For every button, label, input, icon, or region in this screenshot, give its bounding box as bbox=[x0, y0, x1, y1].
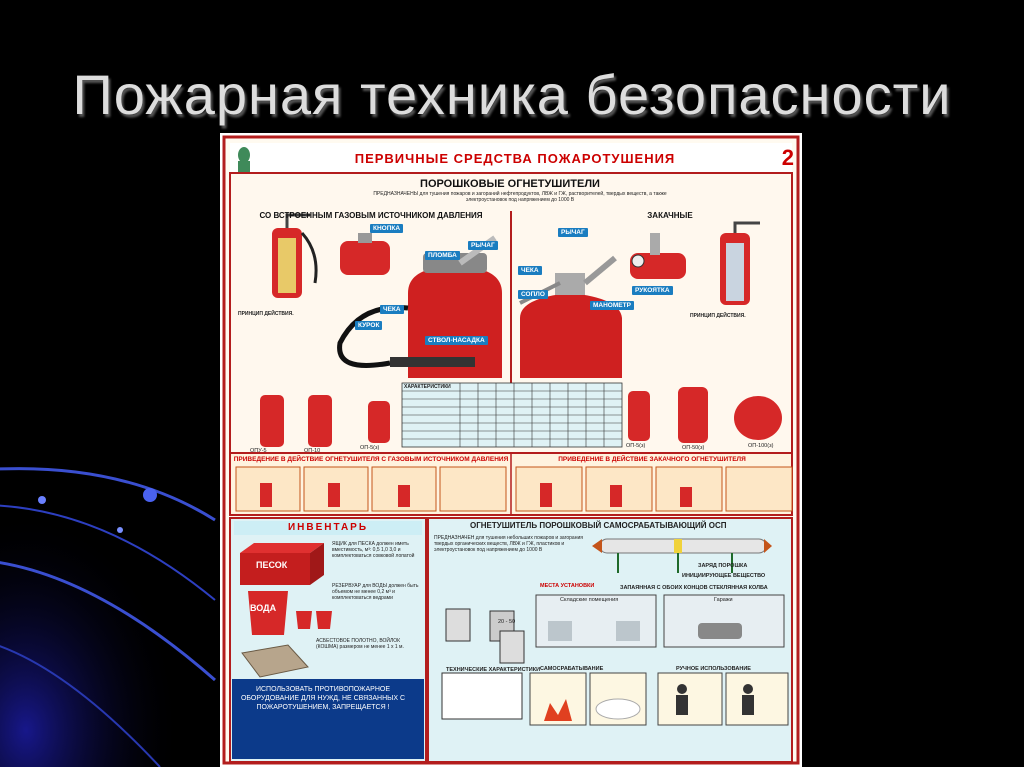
stored-pressure-title: ЗАКАЧНЫЕ bbox=[647, 211, 693, 220]
gauge-extinguisher-icon bbox=[630, 233, 686, 279]
osp-intro: ПРЕДНАЗНАЧЕН для тушения небольших пожар… bbox=[434, 535, 583, 553]
osp-ruchnoe: РУЧНОЕ ИСПОЛЬЗОВАНИЕ bbox=[676, 666, 751, 672]
blanket-text: АСБЕСТОВОЕ ПОЛОТНО, ВОЙЛОК (КОШМА) разме… bbox=[316, 638, 404, 650]
osp-sklad: Складские помещения bbox=[560, 597, 619, 603]
osp-zaryad: ЗАРЯД ПОРОШКА bbox=[698, 563, 748, 569]
characteristics-table bbox=[401, 382, 623, 448]
inventory-title: ИНВЕНТАРЬ bbox=[234, 521, 422, 535]
water-text: РЕЗЕРВУАР для ВОДЫ должен быть объемом н… bbox=[332, 583, 419, 601]
osp-samo: САМОСРАБАТЫВАНИЕ bbox=[540, 666, 604, 672]
water-bucket-icon bbox=[248, 591, 332, 635]
principle-left: ПРИНЦИП ДЕЙСТВИЯ. bbox=[238, 311, 294, 317]
model-label: ОПУ-5 bbox=[250, 448, 267, 454]
osp-init: ИНИЦИИРУЮЩЕЕ ВЕЩЕСТВО bbox=[682, 573, 766, 579]
warehouse-scene-icon bbox=[535, 594, 657, 648]
extinguisher-row-right-icon bbox=[628, 387, 782, 443]
fire-safety-poster: ПЕРВИЧНЫЕ СРЕДСТВА ПОЖАРОТУШЕНИЯ 2 ПОРОШ… bbox=[220, 133, 802, 767]
slide-title: Пожарная техника безопасности bbox=[72, 63, 952, 126]
electrical-panel-icon bbox=[445, 608, 525, 664]
osp-mesta: МЕСТА УСТАНОВКИ bbox=[540, 583, 595, 589]
label-rukoyatka: РУКОЯТКА bbox=[632, 286, 673, 295]
table-header: ХАРАКТЕРИСТИКИ bbox=[404, 384, 451, 390]
model-label: ОП-5(з) bbox=[626, 443, 646, 449]
stored-pressure-extinguisher-icon bbox=[519, 255, 622, 378]
misuse-warning: ИСПОЛЬЗОВАТЬ ПРОТИВОПОЖАРНОЕ ОБОРУДОВАНИ… bbox=[240, 686, 406, 711]
model-label: ОП-10 bbox=[304, 448, 321, 454]
powder-section-intro: ПРЕДНАЗНАЧЕНЫ для тушения пожаров и заго… bbox=[373, 191, 667, 203]
poster-artwork bbox=[222, 135, 800, 765]
label-cheka: ЧЕКА bbox=[380, 305, 404, 314]
model-label: ОП-50(з) bbox=[682, 445, 705, 451]
model-label: ОП-100(з) bbox=[748, 443, 774, 449]
osp-flask-icon bbox=[592, 538, 772, 573]
label-rychag: РЫЧАГ bbox=[468, 241, 498, 250]
garage-scene-icon bbox=[663, 594, 785, 648]
osp-title: ОГНЕТУШИТЕЛЬ ПОРОШКОВЫЙ САМОСРАБАТЫВАЮЩИ… bbox=[470, 521, 727, 530]
osp-temp: 20 - 50 bbox=[498, 619, 516, 625]
large-extinguisher-icon bbox=[337, 235, 502, 378]
poster-number: 2 bbox=[781, 145, 794, 170]
cutaway-extinguisher-left-icon bbox=[272, 213, 318, 298]
cutaway-extinguisher-right-icon bbox=[720, 221, 760, 305]
operation-steps-right bbox=[515, 466, 793, 512]
sand-box-text: ЯЩИК для ПЕСКА должен иметь вместимость,… bbox=[332, 541, 415, 559]
sand-box-icon bbox=[240, 543, 324, 585]
self-activation-scenes bbox=[529, 672, 647, 726]
strip-left-title: ПРИВЕДЕНИЕ В ДЕЙСТВИЕ ОГНЕТУШИТЕЛЯ С ГАЗ… bbox=[233, 456, 509, 463]
label-manometr: МАНОМЕТР bbox=[590, 301, 634, 310]
sand-label: ПЕСОК bbox=[256, 560, 288, 570]
osp-zapayannaya: ЗАПАЯННАЯ С ОБОИХ КОНЦОВ СТЕКЛЯННАЯ КОЛБ… bbox=[620, 585, 768, 591]
osp-tech: ТЕХНИЧЕСКИЕ ХАРАКТЕРИСТИКИ bbox=[446, 667, 541, 673]
label-rychag2: РЫЧАГ bbox=[558, 228, 588, 237]
tech-specs-box bbox=[441, 672, 523, 720]
powder-section-title: ПОРОШКОВЫЕ ОГНЕТУШИТЕЛИ bbox=[420, 178, 600, 190]
principle-right: ПРИНЦИП ДЕЙСТВИЯ. bbox=[690, 313, 746, 319]
label-knopka: КНОПКА bbox=[370, 224, 404, 233]
label-stvol: СТВОЛ-НАСАДКА bbox=[425, 336, 488, 345]
fire-blanket-icon bbox=[241, 644, 309, 678]
osp-garazhi: Гаражи bbox=[714, 597, 733, 603]
gas-source-title: СО ВСТРОЕННЫМ ГАЗОВЫМ ИСТОЧНИКОМ ДАВЛЕНИ… bbox=[259, 211, 483, 220]
label-cheka2: ЧЕКА bbox=[518, 266, 542, 275]
label-kurok: КУРОК bbox=[355, 321, 383, 330]
water-label: ВОДА bbox=[250, 603, 277, 613]
label-soplo: СОПЛО bbox=[518, 290, 548, 299]
model-label: ОП-5(з) bbox=[360, 445, 380, 451]
poster-heading: ПЕРВИЧНЫЕ СРЕДСТВА ПОЖАРОТУШЕНИЯ bbox=[354, 151, 676, 166]
small-extinguisher-icon bbox=[340, 233, 390, 275]
label-plomba: ПЛОМБА bbox=[425, 251, 460, 260]
manual-use-scenes bbox=[657, 672, 789, 726]
strip-right-title: ПРИВЕДЕНИЕ В ДЕЙСТВИЕ ЗАКАЧНОГО ОГНЕТУШИ… bbox=[558, 456, 746, 463]
extinguisher-row-left-icon bbox=[260, 395, 390, 447]
